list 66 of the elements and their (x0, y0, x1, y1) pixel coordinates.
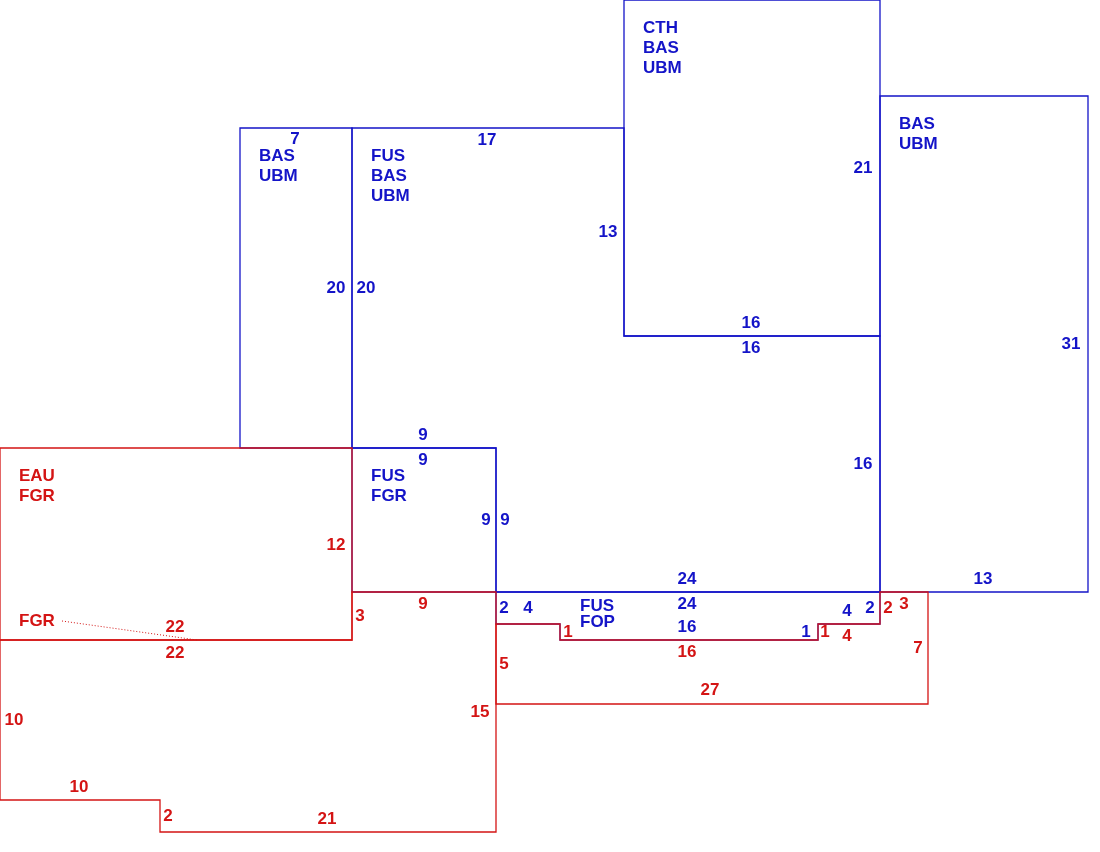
dimension-label: 10 (4, 711, 24, 729)
dimension-label: 15 (470, 703, 490, 721)
dimension-label: 4 (523, 599, 533, 617)
dimension-label: 2 (163, 807, 173, 825)
dimension-label: 4 (842, 627, 852, 645)
area-code: UBM (259, 166, 298, 186)
dimension-label: 22 (165, 618, 185, 636)
dimension-label: 3 (355, 607, 365, 625)
dimension-label: 2 (883, 599, 893, 617)
area-code: FOP (580, 614, 615, 630)
area-code: CTH (643, 18, 679, 38)
dimension-label: 31 (1061, 335, 1081, 353)
dimension-label: 13 (973, 570, 993, 588)
floor-area-outline (0, 448, 352, 640)
area-code: UBM (643, 58, 682, 78)
area-code: UBM (899, 134, 938, 154)
area-code: FUS (371, 146, 406, 166)
dimension-label: 24 (677, 570, 697, 588)
dimension-label: 7 (290, 130, 300, 148)
dimension-label: 20 (356, 279, 376, 297)
dimension-label: 9 (418, 426, 428, 444)
area-code: FGR (371, 486, 407, 506)
dimension-label: 16 (741, 314, 761, 332)
dimension-label: 10 (69, 778, 89, 796)
dimension-label: 1 (820, 623, 830, 641)
dimension-label: 17 (477, 131, 497, 149)
area-code: FUS (371, 466, 406, 486)
floor-area-outline (352, 128, 880, 592)
floor-area-outline (0, 592, 496, 832)
dimension-label: 2 (499, 599, 509, 617)
dimension-label: 24 (677, 595, 697, 613)
dimension-label: 21 (853, 159, 873, 177)
area-code: BAS (899, 114, 936, 134)
dimension-label: 9 (481, 511, 491, 529)
dimension-label: 9 (418, 595, 428, 613)
floor-area-outline (352, 448, 496, 592)
dimension-label: 1 (563, 623, 573, 641)
dimension-label: 9 (418, 451, 428, 469)
dimension-label: 13 (598, 223, 618, 241)
dimension-label: 16 (677, 643, 697, 661)
dimension-label: 12 (326, 536, 346, 554)
dimension-label: 27 (700, 681, 720, 699)
dimension-label: 20 (326, 279, 346, 297)
dimension-label: 5 (499, 655, 509, 673)
dimension-label: 2 (865, 599, 875, 617)
area-code: BAS (259, 146, 296, 166)
dimension-label: 16 (677, 618, 697, 636)
dimension-label: 16 (741, 339, 761, 357)
area-code: FUS (580, 598, 615, 614)
area-code: FGR (19, 611, 55, 631)
floor-area-outline (496, 592, 928, 704)
dimension-label: 16 (853, 455, 873, 473)
area-code: EAU (19, 466, 55, 486)
area-code: FGR (19, 486, 55, 506)
dimension-label: 3 (899, 595, 909, 613)
area-code: BAS (643, 38, 680, 58)
dimension-label: 7 (913, 639, 923, 657)
floor-area-outline (880, 96, 1088, 592)
dimension-label: 4 (842, 602, 852, 620)
dimension-label: 9 (500, 511, 510, 529)
dimension-label: 21 (317, 810, 337, 828)
dimension-label: 1 (801, 623, 811, 641)
area-code: BAS (371, 166, 408, 186)
floor-area-outline (240, 128, 352, 448)
dimension-label: 22 (165, 644, 185, 662)
area-code: UBM (371, 186, 410, 206)
